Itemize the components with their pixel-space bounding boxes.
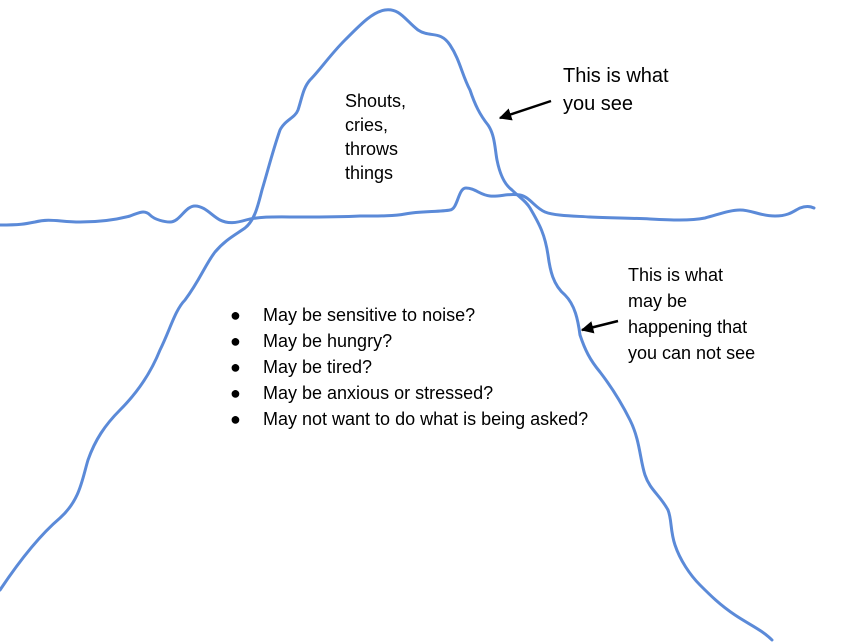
hidden-arrow <box>580 319 619 334</box>
visible-caption: This is what you see <box>563 62 669 118</box>
list-item: ● May be hungry? <box>230 328 593 354</box>
hidden-causes-list: ● May be sensitive to noise? ● May be hu… <box>230 302 593 432</box>
tip-behaviour-label: Shouts, cries, throws things <box>345 89 406 185</box>
visible-arrow <box>498 99 552 121</box>
list-item: ● May not want to do what is being asked… <box>230 406 593 432</box>
bullet-icon: ● <box>230 305 241 325</box>
bullet-icon: ● <box>230 357 241 377</box>
bullet-icon: ● <box>230 409 241 429</box>
visible-caption-line: This is what <box>563 65 669 87</box>
hidden-caption-line: This is what <box>628 265 724 285</box>
tip-line: cries, <box>345 115 389 135</box>
hidden-caption: This is what may be happening that you c… <box>628 262 755 366</box>
bullet-icon: ● <box>230 383 241 403</box>
tip-line: things <box>345 163 394 183</box>
list-item: ● May be sensitive to noise? <box>230 302 593 328</box>
list-item: ● May be anxious or stressed? <box>230 380 593 406</box>
visible-caption-line: you see <box>563 93 634 115</box>
bullet-icon: ● <box>230 331 241 351</box>
hidden-caption-line: happening that <box>628 317 748 337</box>
hidden-caption-line: may be <box>628 291 688 311</box>
list-item-text: May be hungry? <box>263 331 393 351</box>
list-item-text: May be tired? <box>263 357 373 377</box>
list-item-text: May be anxious or stressed? <box>263 383 494 403</box>
water-line <box>0 186 816 227</box>
tip-line: Shouts, <box>345 91 407 111</box>
tip-line: throws <box>345 139 399 159</box>
list-item: ● May be tired? <box>230 354 593 380</box>
hidden-caption-line: you can not see <box>628 343 756 363</box>
list-item-text: May not want to do what is being asked? <box>263 409 589 429</box>
list-item-text: May be sensitive to noise? <box>263 305 476 325</box>
iceberg-left-outline <box>0 8 774 642</box>
